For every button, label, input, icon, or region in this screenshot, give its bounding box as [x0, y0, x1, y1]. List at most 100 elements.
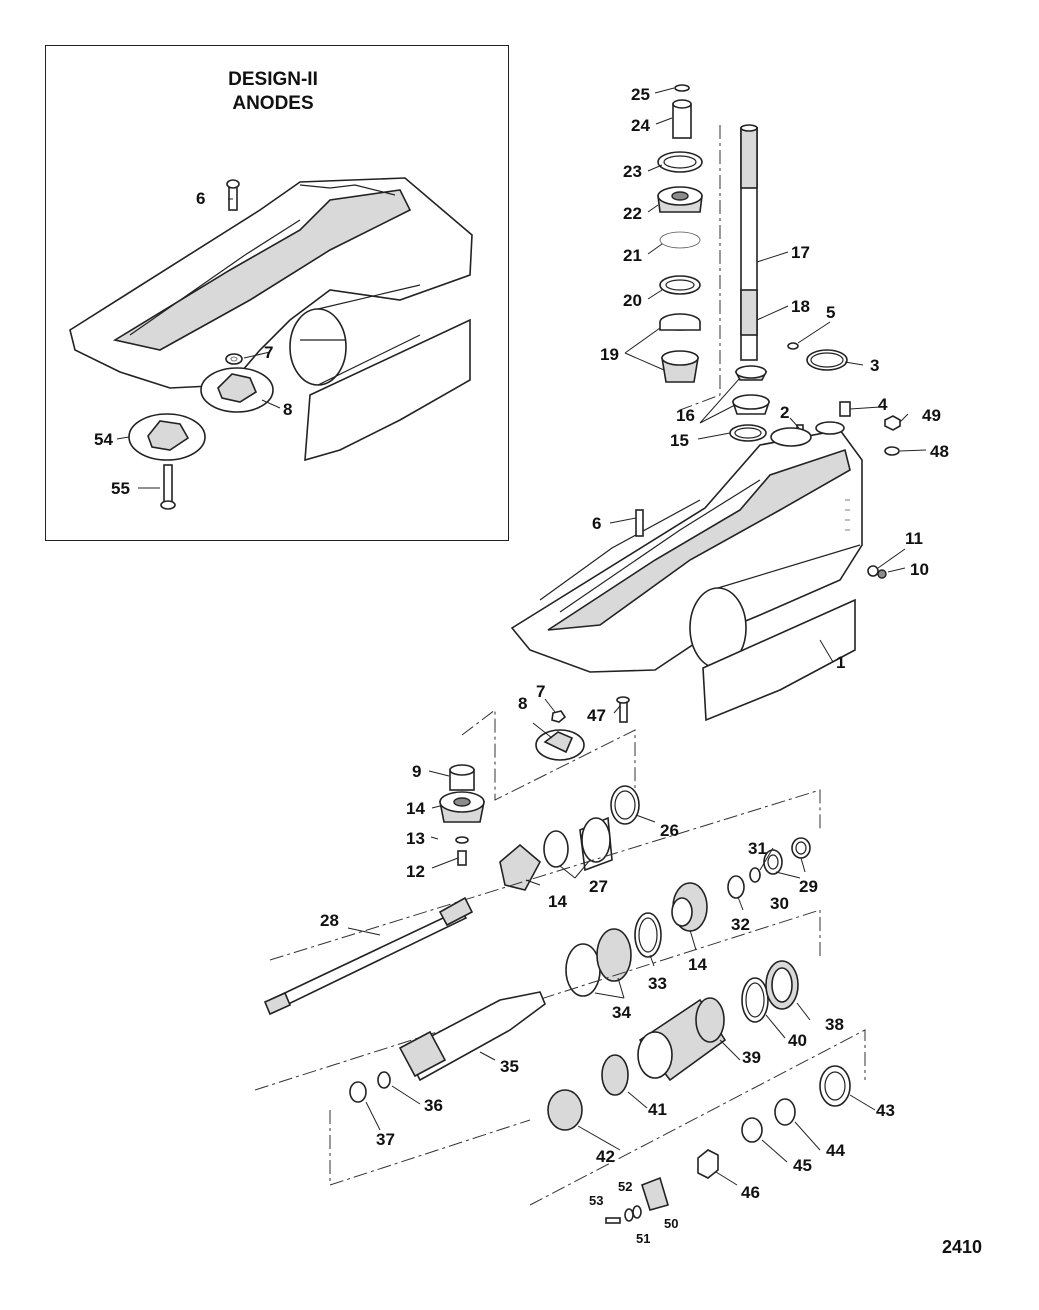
retainer-38 [765, 960, 799, 1010]
callout-28: 28 [320, 911, 339, 930]
washer-13 [455, 836, 469, 844]
driveshaft-17 [740, 124, 758, 361]
screw-47 [616, 696, 630, 723]
callout-40: 40 [788, 1031, 807, 1050]
spacer-36 [377, 1071, 391, 1089]
bearing-42 [547, 1089, 583, 1131]
callout-29: 29 [799, 877, 818, 896]
bearing-9 [449, 764, 475, 791]
callout-11: 11 [905, 529, 923, 548]
inset-bolt-55 [160, 464, 176, 510]
inset-anode-7-washer [225, 353, 243, 365]
sleeve-24 [672, 99, 692, 139]
callout-18: 18 [791, 297, 810, 316]
shim-15 [729, 424, 767, 442]
vent-screw-10-11 [867, 565, 887, 579]
thrust-washer-32 [727, 875, 745, 899]
washer-48 [884, 446, 900, 456]
callout-50: 50 [664, 1216, 679, 1231]
callout-14-reverse: 14 [688, 955, 707, 974]
callout-32: 32 [731, 915, 750, 934]
callout-30: 30 [770, 894, 789, 913]
washer-31 [749, 867, 761, 883]
callout-54: 54 [94, 430, 113, 449]
callout-48: 48 [930, 442, 949, 461]
bearing-cup-16 [731, 394, 771, 415]
callout-13: 13 [406, 829, 425, 848]
washer-5 [787, 342, 799, 350]
callout-52: 52 [618, 1179, 633, 1194]
o-ring-3 [806, 349, 848, 371]
nut-44 [774, 1098, 796, 1126]
o-ring-40 [741, 977, 769, 1023]
bearing-cup-43 [819, 1065, 851, 1107]
callout-2: 2 [780, 403, 790, 422]
nut-12 [457, 850, 467, 866]
figure-number: 2410 [942, 1237, 983, 1257]
callout-26: 26 [660, 821, 679, 840]
gearcase-housing-1 [510, 421, 863, 722]
callout-49: 49 [922, 406, 941, 425]
callout-47: 47 [587, 706, 606, 725]
pinion-bearing-18 [734, 365, 768, 381]
bearing-27 [543, 816, 613, 872]
tapered-bearing-19 [659, 313, 701, 383]
washer-37 [349, 1081, 367, 1103]
callout-15: 15 [670, 431, 689, 450]
callout-41: 41 [648, 1100, 667, 1119]
inset-bolt-6 [226, 179, 240, 211]
callout-22: 22 [623, 204, 642, 223]
anode-8-main [535, 729, 585, 761]
callout-53: 53 [589, 1193, 604, 1208]
callout-4: 4 [878, 395, 888, 414]
callout-7-inset: 7 [264, 343, 274, 362]
bearing-41 [601, 1054, 629, 1096]
callout-17: 17 [791, 243, 810, 262]
inset-anode-54 [128, 413, 206, 461]
callout-20: 20 [623, 291, 642, 310]
callout-38: 38 [825, 1015, 844, 1034]
cone-50 [641, 1176, 669, 1211]
callout-31: 31 [748, 839, 767, 858]
screw-53 [605, 1217, 621, 1224]
propeller-shaft-28 [263, 896, 474, 1016]
callout-16: 16 [676, 406, 695, 425]
callout-19: 19 [600, 345, 619, 364]
carrier-assembly-39 [637, 997, 727, 1082]
inset-title: DESIGN-II ANODES [45, 68, 509, 116]
leader-lines [116, 87, 927, 1186]
washer-45 [741, 1117, 763, 1143]
callout-25: 25 [631, 85, 650, 104]
callout-3: 3 [870, 356, 880, 375]
callout-36: 36 [424, 1096, 443, 1115]
bearing-retainer-22 [657, 186, 703, 213]
callout-9: 9 [412, 762, 422, 781]
callout-7: 7 [536, 682, 546, 701]
callout-44: 44 [826, 1141, 845, 1160]
washer-51-52 [624, 1205, 642, 1222]
callout-8-inset: 8 [283, 400, 293, 419]
callout-33: 33 [648, 974, 667, 993]
inset-frame [45, 45, 509, 541]
callout-14-pinion: 14 [406, 799, 425, 818]
callout-51: 51 [636, 1231, 651, 1246]
callout-37: 37 [376, 1130, 395, 1149]
callout-23: 23 [623, 162, 642, 181]
o-ring-26 [610, 785, 640, 825]
nut-49 [884, 415, 901, 431]
o-ring-20 [659, 275, 701, 295]
forward-gear-14 [499, 843, 542, 891]
callout-35: 35 [500, 1057, 519, 1076]
bolt-6 [635, 509, 644, 537]
callout-6-inset: 6 [196, 189, 206, 208]
inset-gearcase-housing [69, 177, 473, 462]
callout-5: 5 [826, 303, 836, 322]
sleeve-4 [839, 401, 851, 417]
callout-21: 21 [623, 246, 642, 265]
callout-12: 12 [406, 862, 425, 881]
inset-title-line2: ANODES [232, 93, 314, 114]
o-ring-23 [657, 151, 703, 173]
callout-6: 6 [592, 514, 602, 533]
callout-43: 43 [876, 1101, 895, 1120]
